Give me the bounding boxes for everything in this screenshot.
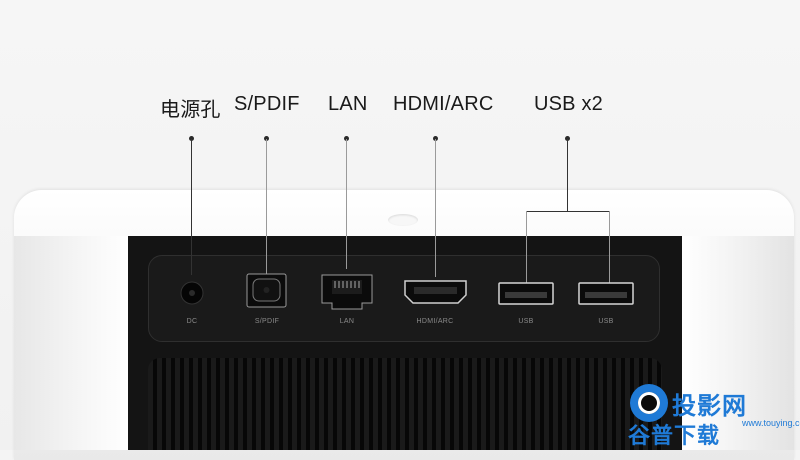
projector-side-right xyxy=(682,236,794,450)
lan-port-icon xyxy=(321,274,373,310)
lan-port-label: LAN xyxy=(339,318,355,325)
watermark-url: www.touying.com xyxy=(742,418,800,428)
io-panel xyxy=(148,255,660,342)
watermark-logo-icon xyxy=(630,384,668,422)
usb2-leader-line xyxy=(609,211,610,283)
usb-port-icon xyxy=(498,282,554,305)
lan-leader-dot xyxy=(344,136,349,141)
spdif-leader-line xyxy=(266,139,267,277)
hdmi-callout-label: HDMI/ARC xyxy=(393,93,494,115)
spdif-port-label: S/PDIF xyxy=(254,318,280,325)
hdmi-leader-line xyxy=(435,139,436,277)
projector-top-indicator xyxy=(388,214,418,226)
usb-leader-line xyxy=(567,139,568,211)
spdif-leader-dot xyxy=(264,136,269,141)
power-leader-line xyxy=(191,139,192,275)
watermark-brand-top: 投影网 xyxy=(672,393,747,420)
power-leader-dot xyxy=(189,136,194,141)
usb-callout-label: USB x2 xyxy=(534,93,604,115)
hdmi-port-label: HDMI/ARC xyxy=(416,318,454,325)
power-callout-label: 电源孔 xyxy=(160,99,221,121)
usb-leader-dot xyxy=(565,136,570,141)
projector-side-left xyxy=(14,236,128,450)
dc-jack-icon xyxy=(180,281,204,305)
hdmi-port-icon xyxy=(404,280,467,304)
spdif-callout-label: S/PDIF xyxy=(234,93,300,115)
lan-leader-line xyxy=(346,139,347,269)
dc-port-label: DC xyxy=(186,318,198,325)
usb1-leader-line xyxy=(526,211,527,283)
usb2-port-label: USB xyxy=(598,318,614,325)
watermark-brand-bottom: 谷普下载 xyxy=(628,423,721,448)
lan-callout-label: LAN xyxy=(328,93,368,115)
usb-leader-bracket xyxy=(526,211,610,212)
usb1-port-label: USB xyxy=(518,318,534,325)
spdif-port-icon xyxy=(246,273,287,308)
vent-grille xyxy=(148,358,662,450)
ports-layer xyxy=(180,273,634,310)
usb-port-icon xyxy=(578,282,634,305)
hdmi-leader-dot xyxy=(433,136,438,141)
